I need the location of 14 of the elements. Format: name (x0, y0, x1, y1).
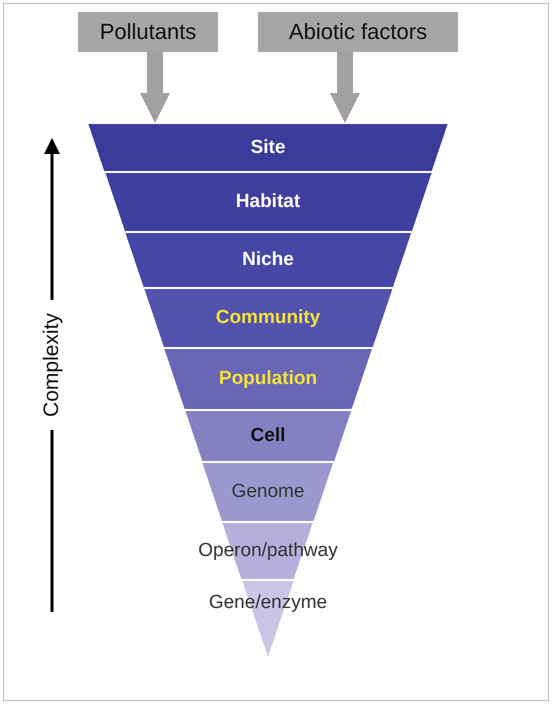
tier-label: Site (250, 136, 286, 158)
axis-label: Complexity (40, 313, 64, 417)
tier-label: Population (218, 368, 318, 390)
tier-label: Cell (250, 425, 286, 447)
tier-label: Niche (242, 249, 294, 271)
tier-label: Operon/pathway (198, 540, 338, 562)
tier-label: Habitat (236, 191, 300, 213)
tier-label: Gene/enzyme (208, 592, 328, 614)
factor-label: Abiotic factors (258, 12, 458, 52)
tier-label: Genome (232, 481, 304, 503)
arrow (330, 52, 360, 123)
factor-label: Pollutants (78, 12, 218, 52)
tier-label: Community (216, 307, 320, 329)
arrow (140, 52, 170, 123)
